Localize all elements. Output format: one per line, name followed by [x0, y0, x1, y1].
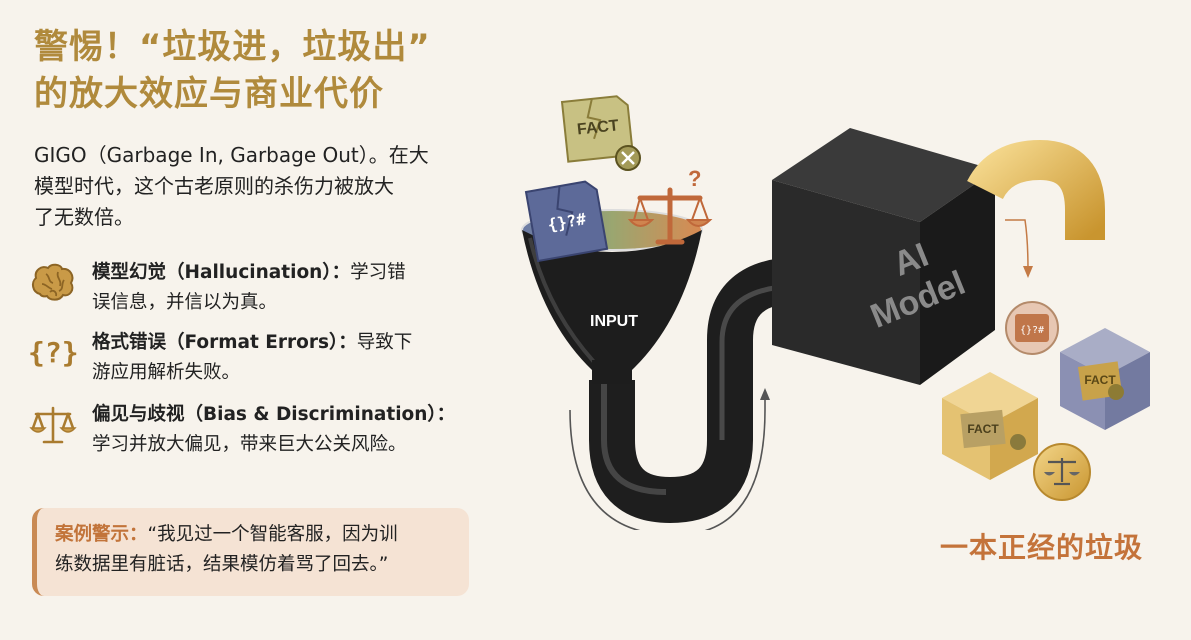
fact-card-icon: FACT — [560, 95, 635, 163]
output-code-label: {}?# — [1020, 325, 1044, 336]
question-mark: ? — [688, 166, 701, 191]
item-text-line-2: 游应用解析失败。 — [92, 361, 241, 383]
x-icon — [615, 145, 641, 171]
ai-model-box: AI Model — [772, 128, 995, 385]
brain-icon — [28, 258, 78, 308]
output-fact-label-1: FACT — [1084, 373, 1116, 387]
fact-label: FACT — [576, 117, 620, 138]
intro-line-1: GIGO（Garbage In, Garbage Out）。在大 — [34, 143, 429, 167]
output-pipe — [967, 139, 1105, 240]
output-scales-coin — [1033, 443, 1091, 501]
output-fact-cube-blue: FACT — [1060, 328, 1150, 430]
title-line-2: 的放大效应与商业代价 — [34, 73, 384, 114]
flow-arrow — [569, 395, 766, 530]
output-arrow — [1005, 219, 1029, 271]
funnel-label: INPUT — [590, 313, 638, 330]
item-text-line-2: 学习并放大偏见，带来巨大公关风险。 — [92, 433, 407, 455]
braces-question-glyph: {?} — [28, 336, 79, 369]
page-title: 警惕！“垃圾进，垃圾出” 的放大效应与商业代价 — [34, 24, 431, 118]
tagline: 一本正经的垃圾 — [940, 531, 1144, 564]
intro-line-3: 了无数倍。 — [34, 205, 134, 229]
output-arrowhead — [1023, 266, 1033, 278]
case-quote-line-2: 练数据里有脏话，结果模仿着骂了回去。” — [55, 553, 389, 575]
item-text: 学习错 — [350, 262, 406, 283]
item-text: 导致下 — [356, 332, 413, 353]
gigo-diagram: INPUT FACT {}?# ? AI Model — [521, 95, 1150, 530]
bias-scales-icon: ? — [627, 166, 713, 245]
flow-arrowhead — [760, 388, 770, 400]
item-label: 偏见与歧视（Bias & Discrimination）： — [92, 404, 456, 425]
code-card-icon: {}?# — [524, 180, 609, 263]
output-fact-label-2: FACT — [967, 422, 999, 436]
item-text-line-2: 误信息，并信以为真。 — [92, 291, 278, 313]
case-warning-box: 案例警示：“我见过一个智能客服，因为训 练数据里有脏话，结果模仿着骂了回去。” — [32, 508, 469, 596]
item-label: 模型幻觉（Hallucination）： — [92, 262, 351, 283]
braces-question-icon: {?} — [28, 328, 79, 378]
case-label: 案例警示： — [55, 524, 148, 545]
title-line-1: 警惕！“垃圾进，垃圾出” — [34, 27, 431, 67]
item-label: 格式错误（Format Errors）： — [92, 332, 357, 353]
output-code-bubble: {}?# — [1005, 301, 1059, 355]
intro-line-2: 模型时代，这个古老原则的杀伤力被放大 — [34, 174, 394, 198]
case-quote-line-1: “我见过一个智能客服，因为训 — [147, 524, 398, 545]
scales-icon — [28, 400, 78, 450]
intro-paragraph: GIGO（Garbage In, Garbage Out）。在大 模型时代，这个… — [34, 140, 474, 233]
output-fact-cube-gold: FACT — [942, 372, 1038, 480]
